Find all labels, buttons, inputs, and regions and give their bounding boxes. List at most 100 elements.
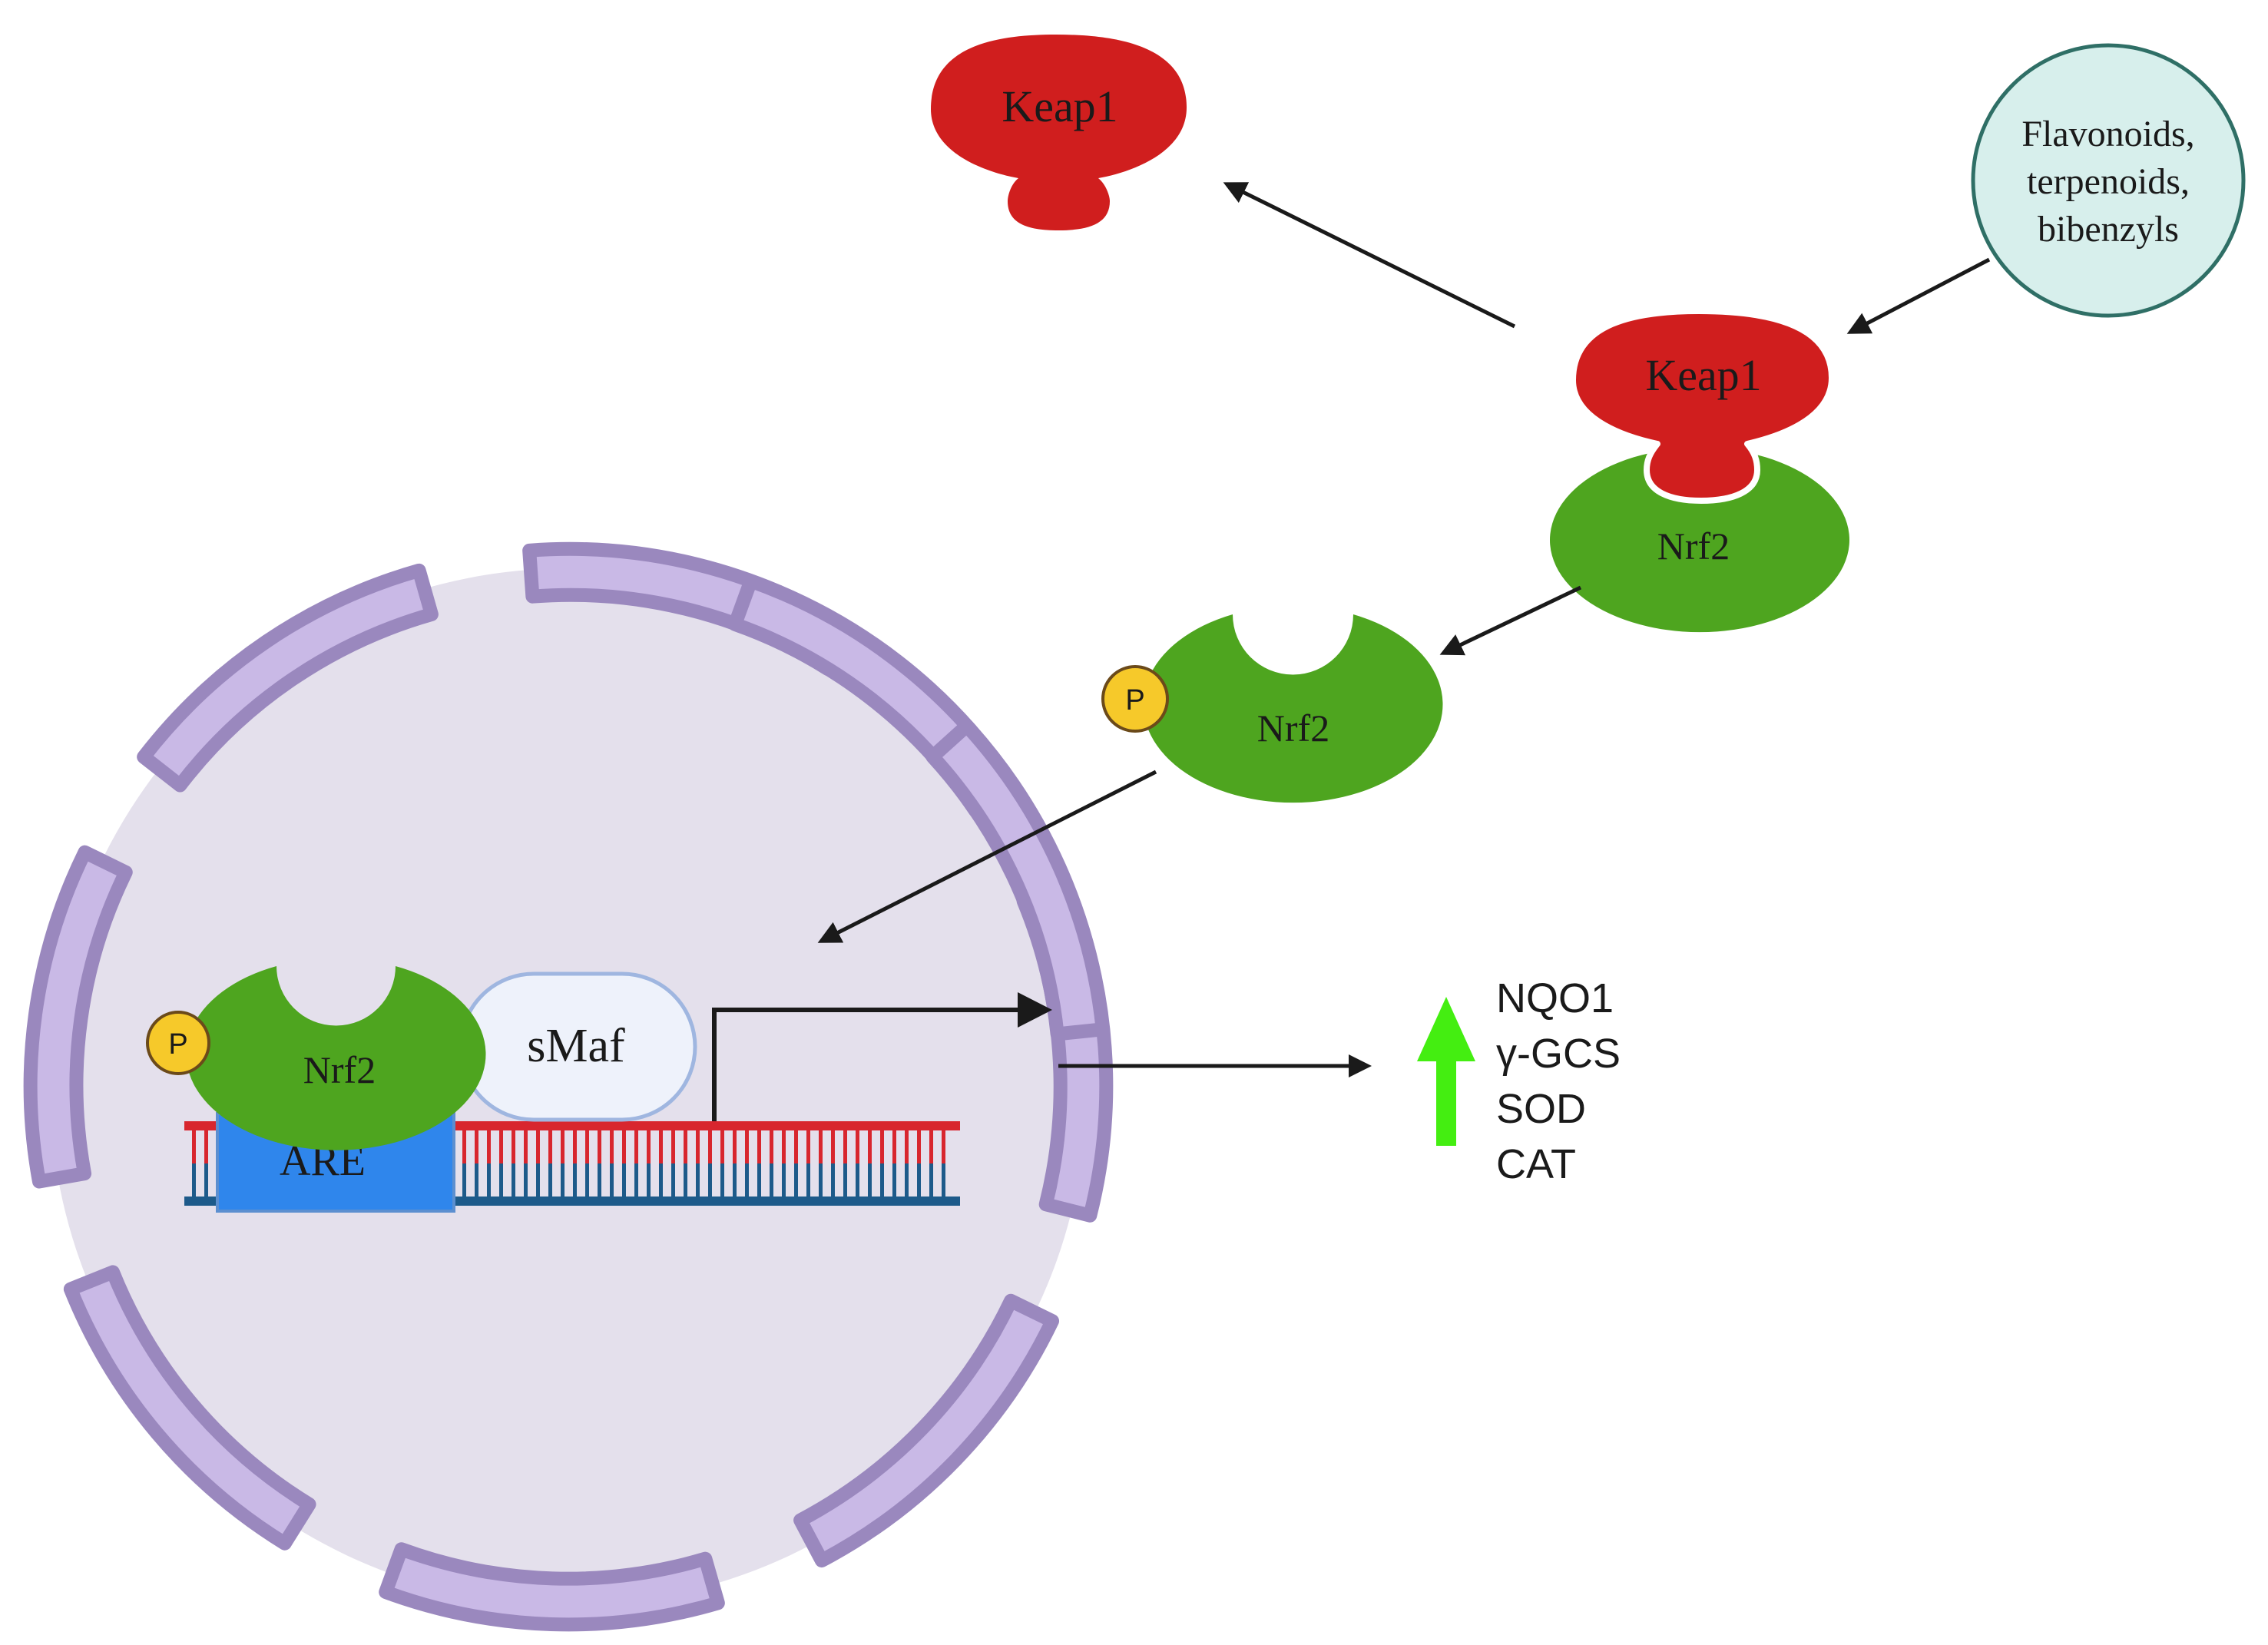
up-arrow-icon <box>1417 997 1475 1146</box>
dna-rung <box>892 1130 896 1163</box>
dna-rung <box>745 1163 749 1197</box>
gene-label: SOD <box>1496 1086 1586 1132</box>
phosphate-icon <box>1101 665 1169 733</box>
dna-rung <box>696 1130 700 1163</box>
arrow-nrf2-to-nucleus <box>817 770 1157 943</box>
dna-rung <box>475 1130 478 1163</box>
dna-rung <box>622 1163 626 1197</box>
phospho-free: P <box>1101 665 1169 733</box>
nrf2-bound-label: Nrf2 <box>1657 525 1730 568</box>
inducers-shape <box>1971 43 2246 318</box>
pathway-arrows <box>817 182 1991 1077</box>
dna-rung <box>831 1163 835 1197</box>
keap1-bound-label: Keap1 <box>1645 350 1761 400</box>
keap1-nrf2-complex: Keap1 Nrf2 <box>1550 308 1849 633</box>
dna-rung <box>905 1163 909 1197</box>
dna-rung <box>806 1130 810 1163</box>
dna-rung <box>929 1163 933 1197</box>
keap1-bound-shape <box>1570 308 1835 504</box>
dna-rung <box>622 1130 626 1163</box>
dna-rung <box>806 1163 810 1197</box>
smaf-protein: sMaf <box>459 971 697 1122</box>
dna-rung <box>720 1163 724 1197</box>
nrf2-free-label: Nrf2 <box>1257 707 1329 750</box>
dna-rung <box>487 1163 491 1197</box>
arrow-complex-to-keap1 <box>1223 182 1516 329</box>
dna-rung <box>782 1163 786 1197</box>
dna-rung <box>757 1130 761 1163</box>
dna-rung <box>696 1163 700 1197</box>
dna-rung <box>647 1163 651 1197</box>
dna-rung <box>512 1163 515 1197</box>
envelope-segment <box>925 719 1110 1041</box>
dna-rung <box>659 1130 663 1163</box>
dna-rung <box>917 1130 921 1163</box>
dna-rung <box>499 1163 503 1197</box>
dna-rung <box>598 1130 601 1163</box>
phospho-nuclear: P <box>146 1011 210 1075</box>
dna-rung <box>684 1163 687 1197</box>
dna-rung <box>634 1130 638 1163</box>
dna-rung <box>561 1130 565 1163</box>
nrf2-bound-shape <box>1550 453 1849 633</box>
dna-rung <box>819 1163 823 1197</box>
dna-rung <box>794 1163 798 1197</box>
nrf2-free: Nrf2 P <box>1101 614 1443 803</box>
inducers-line1: Flavonoids, <box>2021 114 2194 154</box>
dna-rung <box>843 1130 847 1163</box>
envelope-segment <box>379 1542 725 1632</box>
dna-rung <box>634 1163 638 1197</box>
dna-rung <box>548 1130 552 1163</box>
gene-label: NQO1 <box>1496 975 1614 1021</box>
dna-rung <box>671 1130 675 1163</box>
dna-rung <box>512 1130 515 1163</box>
dna-rung <box>598 1163 601 1197</box>
dna-rung <box>475 1163 478 1197</box>
dna-rung <box>462 1130 466 1163</box>
dna-rung <box>548 1163 552 1197</box>
dna-rung <box>499 1130 503 1163</box>
dna-rung <box>573 1163 577 1197</box>
smaf-label: sMaf <box>527 1020 625 1072</box>
dna-rung <box>868 1130 872 1163</box>
dna-rung <box>536 1163 540 1197</box>
dna-rung <box>487 1130 491 1163</box>
dna-rung <box>745 1130 749 1163</box>
dna-rung <box>192 1163 196 1197</box>
inducers-line3: bibenzyls <box>2038 209 2179 250</box>
dna-rung <box>794 1130 798 1163</box>
gene-label: CAT <box>1496 1141 1576 1187</box>
phosphate-icon <box>146 1011 210 1075</box>
dna-rung <box>462 1163 466 1197</box>
dna-rung <box>585 1130 589 1163</box>
nrf2-nuclear: Nrf2 P <box>146 966 486 1150</box>
dna-rung <box>573 1130 577 1163</box>
dna-rung <box>708 1163 712 1197</box>
keap1-free-label: Keap1 <box>1002 81 1117 131</box>
dna-rung <box>942 1163 945 1197</box>
dna-rung <box>770 1130 773 1163</box>
dna-rung <box>819 1130 823 1163</box>
dna-rung <box>708 1130 712 1163</box>
dna-rung <box>524 1130 528 1163</box>
dna-rung <box>733 1130 737 1163</box>
dna-rung <box>843 1163 847 1197</box>
arrow-complex-to-nrf2 <box>1439 585 1582 656</box>
nrf2-nuclear-shape <box>186 966 486 1150</box>
dna-rung <box>905 1130 909 1163</box>
dna-rung <box>856 1130 859 1163</box>
envelope-segment <box>137 563 439 793</box>
nuclear-envelope <box>23 541 1114 1632</box>
dna-rung <box>659 1163 663 1197</box>
dna-rung <box>892 1163 896 1197</box>
dna-rung <box>770 1163 773 1197</box>
dna-rung <box>561 1163 565 1197</box>
transcription-arrowhead <box>1018 992 1052 1028</box>
dna-rung <box>204 1163 208 1197</box>
dna-rung <box>917 1163 921 1197</box>
dna-rung <box>204 1130 208 1163</box>
inducers-line2: terpenoids, <box>2027 161 2190 202</box>
